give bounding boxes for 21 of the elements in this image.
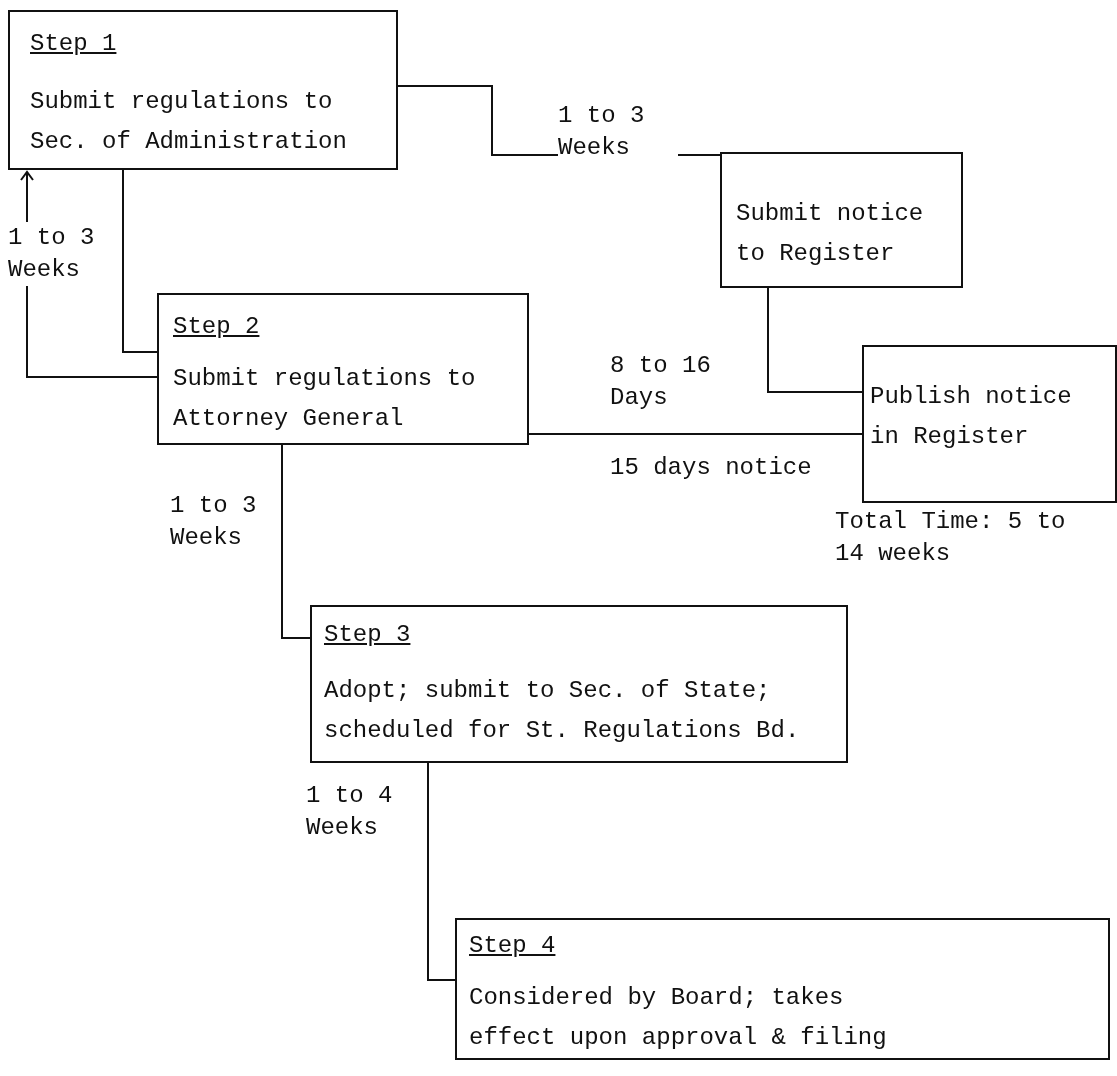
step-description: Considered by Board; takes effect upon approval & filing [469,983,888,1053]
process-box [455,918,1110,1060]
step-heading: Step 3 [324,620,412,650]
connector-line [122,169,158,353]
process-box [720,152,963,288]
step-heading: Step 4 [469,931,557,961]
step-heading: Step 2 [173,312,261,342]
step-description: Adopt; submit to Sec. of State; scheduled for St. Regulations Bd. [324,676,801,746]
step-description: Submit regulations to Sec. of Administration [30,87,348,157]
connector-line [281,444,311,639]
connector-line [528,433,863,435]
step-heading: Step 1 [30,29,118,59]
connector-line [427,762,456,981]
process-box [8,10,398,170]
step-description: Submit regulations to Attorney General [173,364,477,434]
step-description: Submit notice to Register [736,199,925,269]
process-box [157,293,529,445]
process-box [310,605,848,763]
process-box [862,345,1117,503]
step-description: Publish notice in Register [870,382,1073,452]
connector-line [767,287,863,393]
